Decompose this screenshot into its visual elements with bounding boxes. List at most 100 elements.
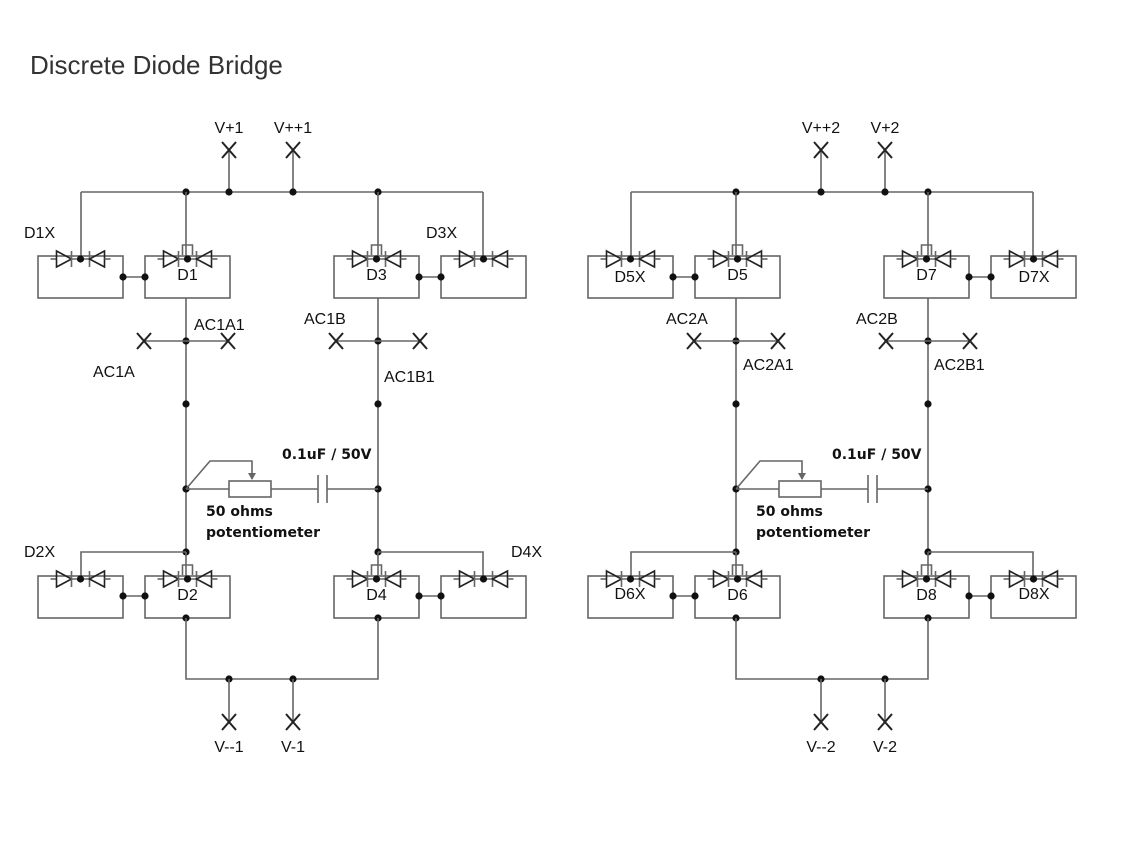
junction-dot (817, 188, 825, 196)
resistor-label-line2: potentiometer (756, 525, 870, 541)
diagram-title: Discrete Diode Bridge (30, 50, 283, 80)
junction-dot (669, 592, 677, 600)
junction-dot (626, 255, 635, 263)
diode-triangle (1008, 569, 1027, 589)
diode-triangle (712, 569, 731, 589)
diode-triangle (383, 249, 402, 269)
rail-label-bottom-left: V--1 (214, 739, 243, 756)
rail-label-bottom-left: V--2 (806, 739, 835, 756)
diode-pair-symbol (157, 564, 218, 589)
ac-label-left-in: AC2A (666, 311, 708, 328)
junction-dot (733, 575, 742, 583)
x-stroke (686, 332, 702, 350)
terminal-ac-right-out-x (962, 332, 978, 350)
diode-pair-symbol (453, 569, 514, 589)
junction-dot (141, 273, 149, 281)
capacitor-label: 0.1uF / 50V (282, 447, 372, 463)
diode-pair-symbol (1003, 249, 1064, 269)
diode-package-d2-label: D2 (177, 587, 198, 604)
diode-triangle (490, 249, 509, 269)
x-stroke (285, 713, 301, 731)
terminal-bottom-left-x (221, 713, 237, 731)
diode-triangle (901, 569, 920, 589)
diode-pair-symbol (453, 249, 514, 269)
junction-dot (372, 575, 381, 583)
resistor-label-line1: 50 ohms (206, 504, 273, 520)
bottom-bus (735, 618, 929, 680)
junction-dot (965, 273, 973, 281)
x-stroke (877, 713, 893, 731)
junction-dot (881, 188, 889, 196)
diode-package-d3-label: D3 (366, 267, 387, 284)
diode-triangle (383, 569, 402, 589)
diode-label-d7x: D7X (1018, 269, 1049, 286)
bracket (370, 244, 383, 255)
diode-triangle (901, 249, 920, 269)
diode-pair-symbol (50, 249, 111, 269)
rail-label-top-right: V++1 (274, 120, 312, 137)
terminal-ac-right-out-x (412, 332, 428, 350)
diode-triangle (458, 249, 477, 269)
ac-label-right-out: AC2B1 (934, 357, 985, 374)
diode-package-d6: D6 (694, 564, 781, 619)
diode-package-d4x (440, 569, 527, 619)
rail-label-bottom-right: V-1 (281, 739, 305, 756)
terminal-ac-left-in-x (136, 332, 152, 350)
wire (630, 551, 736, 576)
terminal-top-left-x (813, 141, 829, 159)
terminal-bottom-right-x (877, 713, 893, 731)
ac-label-left-out: AC2A1 (743, 357, 794, 374)
junction-dot (922, 255, 931, 263)
terminal-ac-left-out-x (220, 332, 236, 350)
bottom-bus (185, 618, 379, 680)
diode-package-d6-label: D6 (727, 587, 748, 604)
terminal-ac-right-in-x (328, 332, 344, 350)
diode-triangle (744, 249, 763, 269)
junction-dot (183, 575, 192, 583)
x-stroke (221, 713, 237, 731)
diode-triangle (1008, 249, 1027, 269)
diode-pair-symbol (346, 564, 407, 589)
x-stroke (136, 332, 152, 350)
diode-package-d4-label: D4 (366, 587, 387, 604)
potentiometer-body (778, 480, 822, 498)
x-stroke (285, 141, 301, 159)
junction-dot (733, 255, 742, 263)
junction-dot (1029, 575, 1038, 583)
diode-triangle (194, 569, 213, 589)
rail-label-top-right: V+2 (871, 120, 900, 137)
wire (80, 551, 186, 576)
diode-triangle (490, 569, 509, 589)
junction-dot (182, 400, 190, 408)
x-stroke (813, 141, 829, 159)
diode-pair-symbol (707, 244, 768, 269)
x-stroke (877, 141, 893, 159)
junction-dot (76, 255, 85, 263)
bracket (370, 564, 383, 575)
diode-triangle (55, 569, 74, 589)
wire (928, 551, 1034, 576)
junction-dot (141, 592, 149, 600)
junction-dot (415, 273, 423, 281)
diode-label-d2x: D2X (24, 544, 55, 561)
diode-label-d6x: D6X (614, 586, 645, 603)
x-stroke (220, 332, 236, 350)
rail-label-bottom-right: V-2 (873, 739, 897, 756)
diode-package-d4: D4 (333, 564, 420, 619)
junction-dot (225, 188, 233, 196)
diode-package-d7-label: D7 (916, 267, 937, 284)
resistor-label-line1: 50 ohms (756, 504, 823, 520)
diode-pair-symbol (50, 569, 111, 589)
diode-triangle (1040, 249, 1059, 269)
diode-pair-symbol (600, 569, 661, 589)
terminal-top-right-x (877, 141, 893, 159)
rail-label-top-left: V+1 (215, 120, 244, 137)
diode-package-d2: D2 (144, 564, 231, 619)
diode-pair-symbol (1003, 569, 1064, 589)
capacitor-label: 0.1uF / 50V (832, 447, 922, 463)
junction-dot (415, 592, 423, 600)
junction-dot (1029, 255, 1038, 263)
bracket (731, 564, 744, 575)
bracket (181, 244, 194, 255)
